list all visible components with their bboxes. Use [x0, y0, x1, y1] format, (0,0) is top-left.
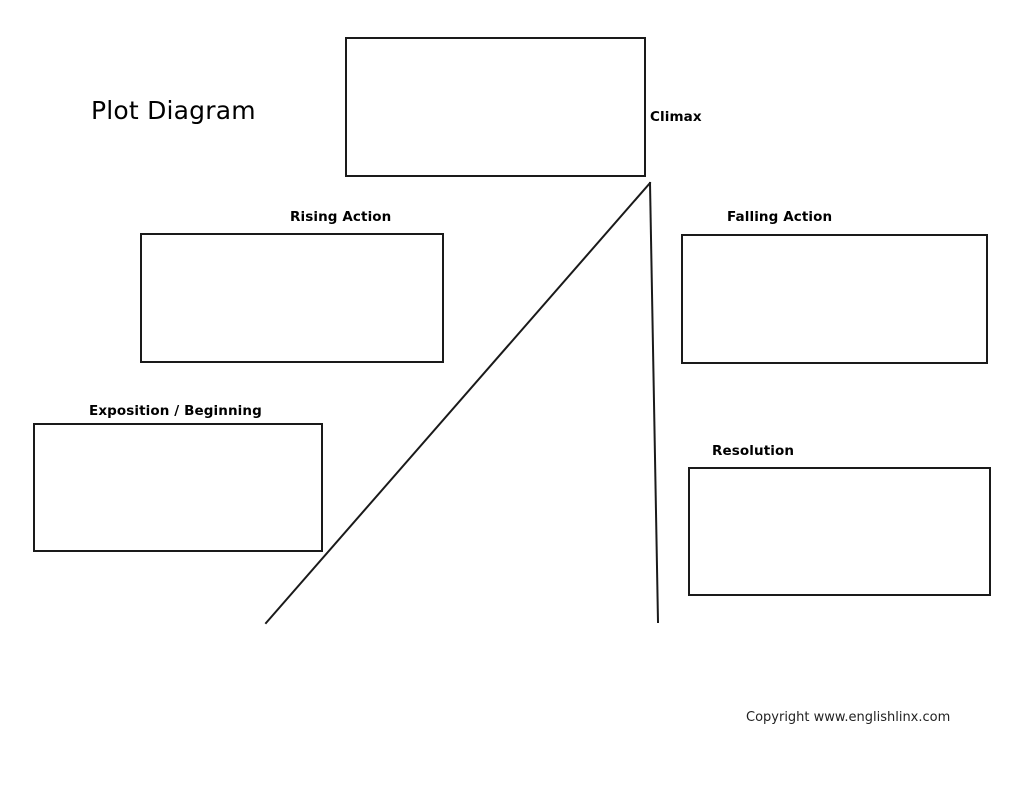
falling-action-label: Falling Action — [727, 209, 833, 225]
resolution-answer-box[interactable] — [688, 467, 991, 596]
page-title: Plot Diagram — [91, 96, 256, 125]
copyright-notice: Copyright www.englishlinx.com — [746, 710, 951, 725]
falling-action-answer-box[interactable] — [681, 234, 988, 364]
climax-answer-box[interactable] — [345, 37, 646, 177]
falling-action-line — [648, 181, 660, 624]
climax-label: Climax — [650, 109, 702, 125]
exposition-label: Exposition / Beginning — [89, 403, 262, 419]
resolution-label: Resolution — [712, 443, 795, 459]
rising-action-answer-box[interactable] — [140, 233, 444, 363]
exposition-answer-box[interactable] — [33, 423, 323, 552]
rising-action-label: Rising Action — [290, 209, 392, 225]
